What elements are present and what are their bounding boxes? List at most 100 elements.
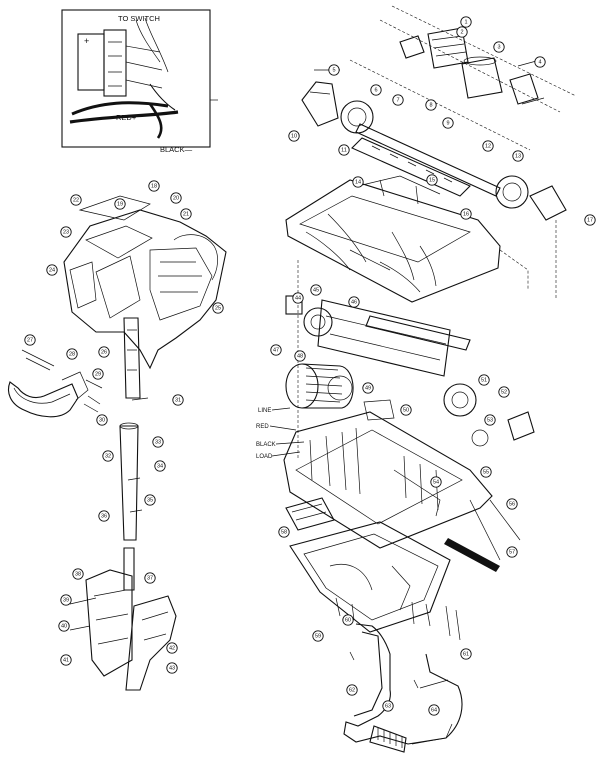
to-switch-label: TO SWITCH (118, 14, 160, 23)
callout-number: 3 (497, 44, 500, 50)
callout-number: 19 (117, 201, 123, 207)
callout-63: 63 (382, 700, 394, 712)
load-label: LOAD (256, 454, 273, 460)
callout-number: 22 (73, 197, 79, 203)
callout-2: 2 (456, 26, 468, 38)
callout-number: 21 (183, 211, 189, 217)
callout-number: 17 (587, 217, 593, 223)
callout-number: 40 (61, 623, 67, 629)
callout-23: 23 (60, 226, 72, 238)
callout-number: 60 (345, 617, 351, 623)
callout-28: 28 (66, 348, 78, 360)
callout-number: 63 (385, 703, 391, 709)
callout-number: 15 (429, 177, 435, 183)
callout-number: 5 (332, 67, 335, 73)
callout-number: 32 (105, 453, 111, 459)
callout-number: 47 (273, 347, 279, 353)
callout-15: 15 (426, 174, 438, 186)
callout-38: 38 (72, 568, 84, 580)
callout-37: 37 (144, 572, 156, 584)
callout-number: 16 (463, 211, 469, 217)
callout-number: 38 (75, 571, 81, 577)
callout-number: 56 (509, 501, 515, 507)
callout-5: 5 (328, 64, 340, 76)
callout-number: 24 (49, 267, 55, 273)
base-assembly (283, 5, 577, 753)
handle-assembly (7, 195, 227, 691)
callout-number: 34 (157, 463, 163, 469)
callout-number: 57 (509, 549, 515, 555)
callout-29: 29 (92, 368, 104, 380)
callout-42: 42 (166, 642, 178, 654)
callout-number: 53 (487, 417, 493, 423)
callout-number: 44 (295, 295, 301, 301)
callout-20: 20 (170, 192, 182, 204)
callout-number: 1 (464, 19, 467, 25)
callout-8: 8 (425, 99, 437, 111)
callout-19: 19 (114, 198, 126, 210)
callout-36: 36 (98, 510, 110, 522)
switch-wiring-inset: TO SWITCH + RED+ BLACK— (61, 9, 218, 154)
callout-number: 64 (431, 707, 437, 713)
callout-58: 58 (278, 526, 290, 538)
black-wire-label: BLACK— (160, 145, 193, 154)
callout-52: 52 (498, 386, 510, 398)
callout-51: 51 (478, 374, 490, 386)
callout-number: 31 (175, 397, 181, 403)
callout-number: 58 (281, 529, 287, 535)
callout-35: 35 (144, 494, 156, 506)
callout-number: 39 (63, 597, 69, 603)
callout-45: 45 (310, 284, 322, 296)
callout-14: 14 (352, 176, 364, 188)
callout-number: 7 (396, 97, 399, 103)
line-label: LINE (258, 408, 271, 414)
callout-17: 17 (584, 214, 596, 226)
callout-number: 8 (429, 102, 432, 108)
callout-48: 48 (294, 350, 306, 362)
callout-number: 49 (365, 385, 371, 391)
callout-44: 44 (292, 292, 304, 304)
callout-10: 10 (288, 130, 300, 142)
callout-number: 52 (501, 389, 507, 395)
motor-wire-labels: LINE RED BLACK LOAD (256, 407, 305, 460)
callout-4: 4 (534, 56, 546, 68)
callout-number: 37 (147, 575, 153, 581)
plus-sign: + (84, 36, 89, 46)
callout-number: 51 (481, 377, 487, 383)
callout-number: 25 (215, 305, 221, 311)
callout-number: 48 (297, 353, 303, 359)
callout-number: 27 (27, 337, 33, 343)
callout-43: 43 (166, 662, 178, 674)
callout-25: 25 (212, 302, 224, 314)
callout-number: 18 (151, 183, 157, 189)
callout-number: 55 (483, 469, 489, 475)
callout-61: 61 (460, 648, 472, 660)
callout-22: 22 (70, 194, 82, 206)
callout-55: 55 (480, 466, 492, 478)
callout-number: 33 (155, 439, 161, 445)
callout-18: 18 (148, 180, 160, 192)
callout-49: 49 (362, 382, 374, 394)
black-load-label: BLACK (256, 442, 276, 448)
callout-6: 6 (370, 84, 382, 96)
callout-16: 16 (460, 208, 472, 220)
callout-number: 6 (374, 87, 377, 93)
callout-34: 34 (154, 460, 166, 472)
callout-number: 13 (515, 153, 521, 159)
callout-11: 11 (338, 144, 350, 156)
callout-60: 60 (342, 614, 354, 626)
callout-number: 28 (69, 351, 75, 357)
callout-64: 64 (428, 704, 440, 716)
callout-number: 14 (355, 179, 361, 185)
callout-30: 30 (96, 414, 108, 426)
callout-62: 62 (346, 684, 358, 696)
callout-number: 42 (169, 645, 175, 651)
callout-21: 21 (180, 208, 192, 220)
callout-number: 61 (463, 651, 469, 657)
callout-number: 10 (291, 133, 297, 139)
callout-number: 20 (173, 195, 179, 201)
callout-33: 33 (152, 436, 164, 448)
callout-number: 11 (341, 147, 347, 153)
